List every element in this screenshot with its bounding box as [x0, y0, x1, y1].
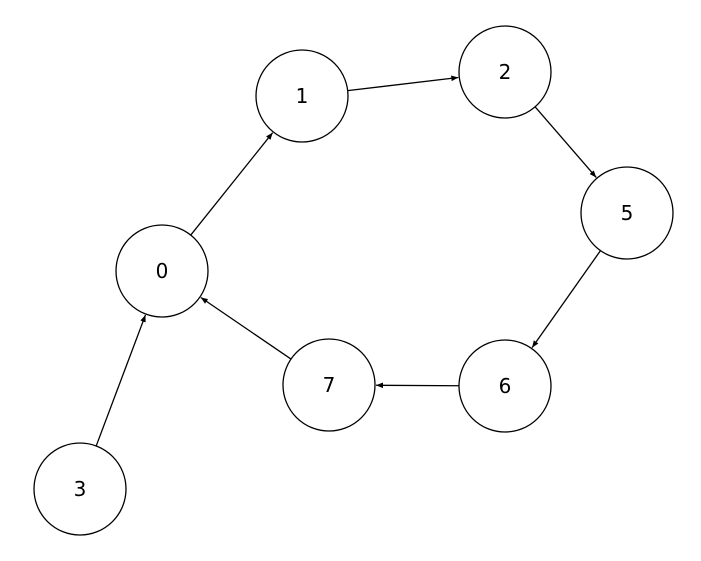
edge-2-to-5 [534, 106, 597, 178]
node-5: 5 [580, 166, 674, 260]
edge-7-to-0 [200, 296, 292, 360]
edge-5-to-6 [531, 250, 602, 348]
node-circle [458, 25, 552, 119]
node-6: 6 [458, 339, 552, 433]
node-label: 5 [621, 201, 634, 225]
node-1: 1 [255, 49, 349, 143]
node-circle [580, 166, 674, 260]
edge-3-to-0 [95, 314, 147, 447]
node-2: 2 [458, 25, 552, 119]
node-circle [115, 224, 209, 318]
edges-layer [95, 75, 602, 447]
node-7: 7 [282, 338, 376, 432]
node-label: 1 [296, 84, 309, 108]
edge-0-to-1 [190, 132, 274, 236]
node-3: 3 [33, 442, 127, 536]
node-label: 2 [499, 60, 512, 84]
node-label: 0 [156, 259, 169, 283]
node-circle [458, 339, 552, 433]
edge-1-to-2 [347, 75, 459, 92]
node-label: 6 [499, 374, 512, 398]
nodes-layer: 0 1 2 3 5 6 7 [33, 25, 674, 536]
node-0: 0 [115, 224, 209, 318]
node-circle [282, 338, 376, 432]
node-label: 3 [74, 477, 87, 501]
node-label: 7 [323, 373, 336, 397]
node-circle [33, 442, 127, 536]
node-circle [255, 49, 349, 143]
